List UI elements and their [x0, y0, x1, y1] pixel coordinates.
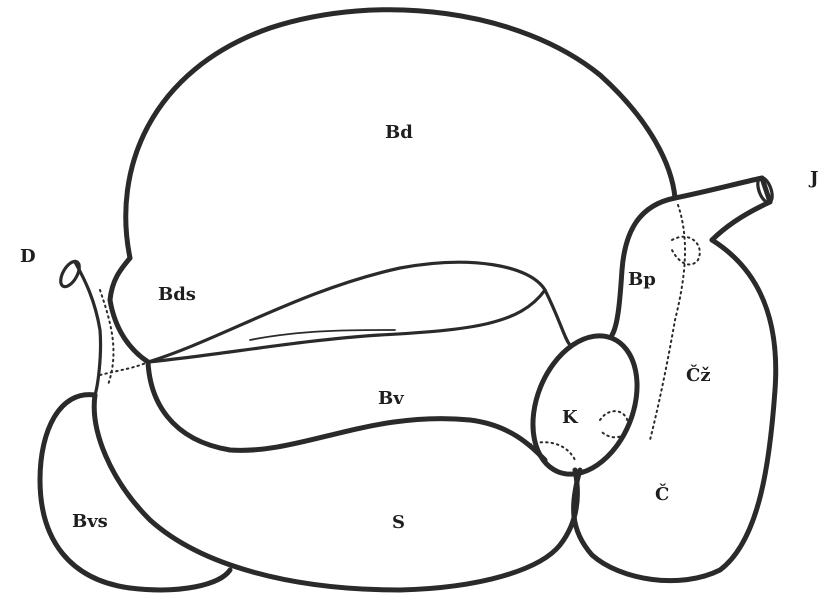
s-sac-outline — [94, 395, 577, 590]
bvs-sac-outline — [40, 395, 230, 590]
label-bv: Bv — [378, 388, 404, 409]
bds-flap-upper — [148, 262, 570, 362]
bp-sac-outline — [612, 198, 675, 335]
label-bvs: Bvs — [72, 511, 108, 532]
bp-loop-dotted — [672, 237, 700, 265]
label-d: D — [20, 246, 36, 267]
right-duct-outline — [675, 178, 770, 240]
bp-inner-dotted — [650, 205, 685, 440]
bvs-inner-dotted — [100, 362, 148, 375]
label-s: S — [392, 512, 405, 533]
label-k: K — [562, 407, 579, 428]
left-duct-outline — [110, 258, 148, 362]
label-j: J — [808, 168, 819, 189]
label-cz: Čž — [686, 363, 711, 386]
label-c: Č — [655, 482, 669, 505]
left-duct-tube — [75, 262, 101, 395]
k-dotted-loop — [600, 411, 628, 437]
label-bp: Bp — [628, 269, 656, 290]
bv-sac-outline — [148, 362, 545, 460]
bds-flap-lower — [148, 290, 545, 362]
label-bds: Bds — [158, 284, 196, 305]
k-sac-outline — [514, 320, 657, 489]
right-stomach-outline — [574, 240, 776, 581]
label-bd: Bd — [385, 122, 413, 143]
left-duct-opening — [57, 258, 83, 289]
